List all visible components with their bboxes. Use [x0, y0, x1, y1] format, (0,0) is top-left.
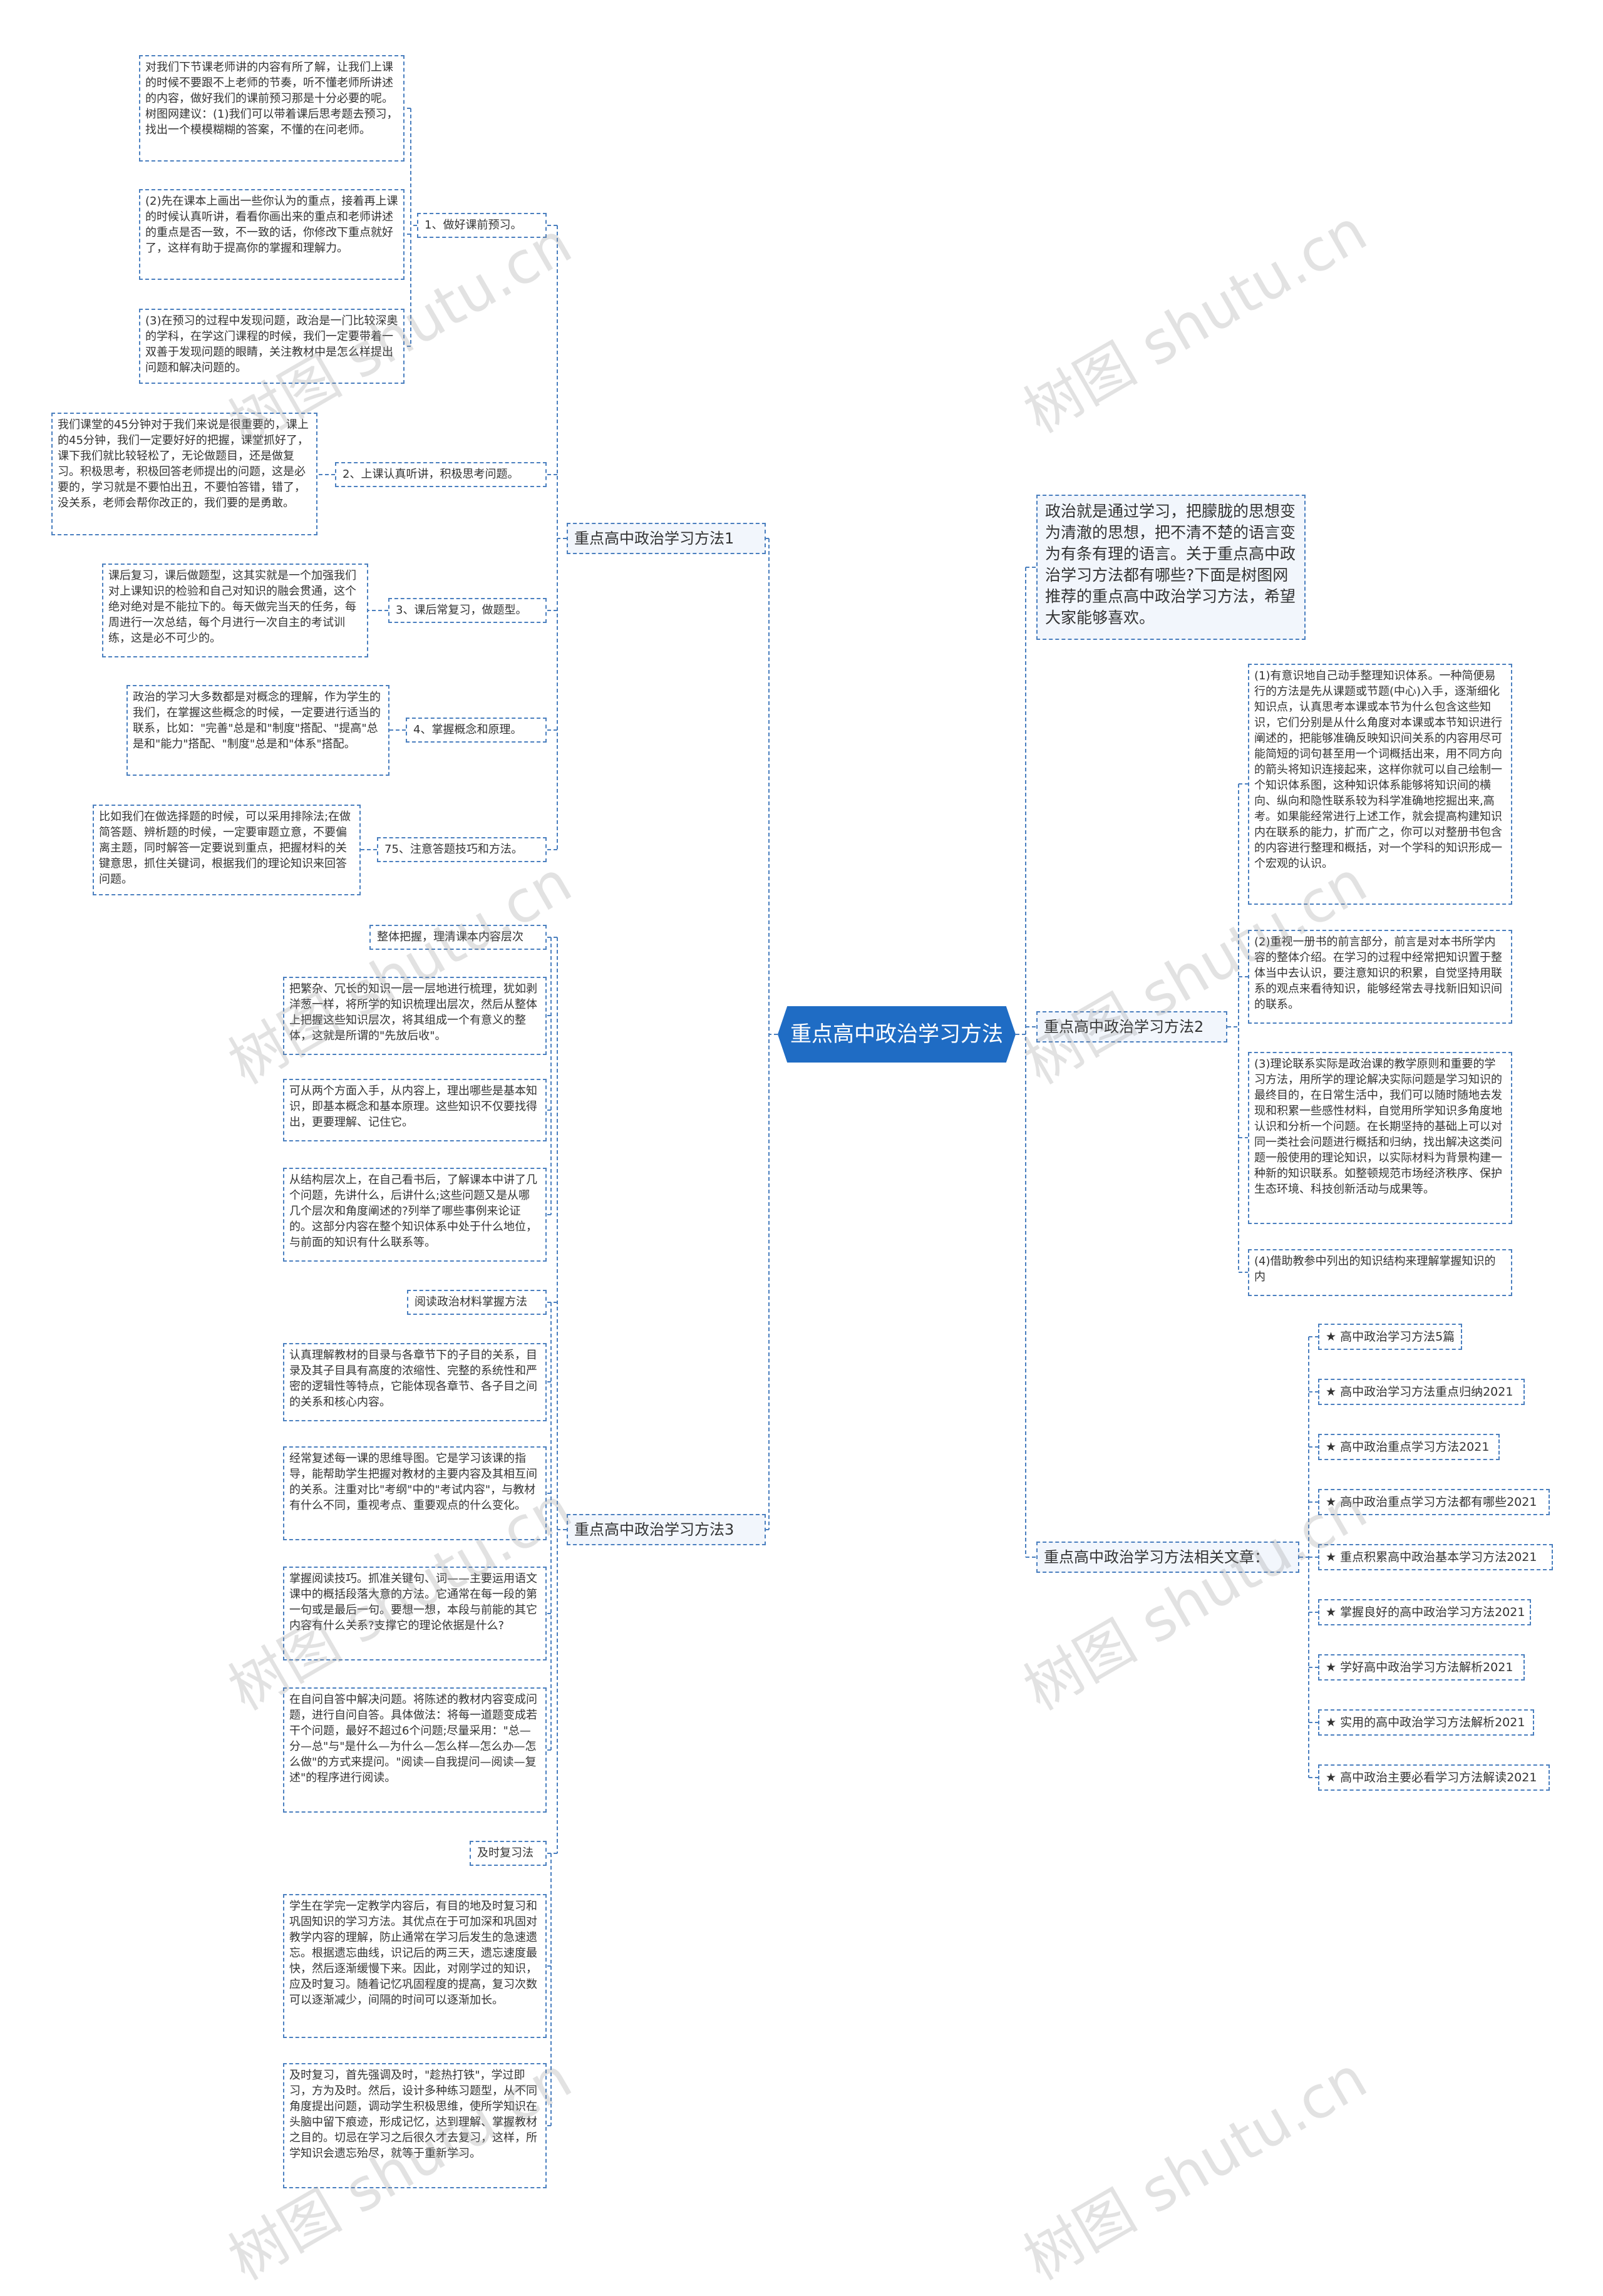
- branch3-group-3-label: 及时复习法: [477, 1846, 533, 1860]
- branch1-item-3[interactable]: 3、课后常复习，做题型。: [388, 598, 547, 623]
- branch3-group-3-detail-2: 及时复习，首先强调及时，"趁热打铁"，学过即习，方为及时。然后，设计多种练习题型…: [283, 2063, 547, 2188]
- intro-node: 政治就是通过学习，把朦胧的思想变为清澈的思想，把不清不楚的语言变为有条有理的语言…: [1036, 495, 1306, 640]
- branch2-detail-1: (1)有意识地自己动手整理知识体系。一种简便易行的方法是先从课题或节题(中心)入…: [1248, 664, 1512, 905]
- branch1-item-2[interactable]: 2、上课认真听讲，积极思考问题。: [335, 462, 547, 487]
- branch3-group-1-detail-3: 从结构层次上，在自己看书后，了解课本中讲了几个问题，先讲什么，后讲什么;这些问题…: [283, 1168, 547, 1262]
- detail-text: (3)在预习的过程中发现问题，政治是一门比较深奥的学科，在学这门课程的时候，我们…: [145, 314, 398, 374]
- related-article-link[interactable]: ★ 高中政治学习方法5篇: [1318, 1324, 1462, 1350]
- branch1-item-3-label: 3、课后常复习，做题型。: [396, 604, 527, 617]
- branch1-item-4-detail-1: 政治的学习大多数都是对概念的理解，作为学生的我们，在掌握这些概念的时候，一定要进…: [126, 685, 389, 776]
- branch3-group-2-detail-4: 在自问自答中解决问题。将陈述的教材内容变成问题，进行自问自答。具体做法：将每一道…: [283, 1687, 547, 1813]
- branch-2[interactable]: 重点高中政治学习方法2: [1036, 1011, 1227, 1042]
- branch1-item-5-detail-1: 比如我们在做选择题的时候，可以采用排除法;在做简答题、辨析题的时候，一定要审题立…: [93, 805, 361, 895]
- detail-text: 比如我们在做选择题的时候，可以采用排除法;在做简答题、辨析题的时候，一定要审题立…: [99, 810, 351, 886]
- related-article-link[interactable]: ★ 高中政治重点学习方法都有哪些2021: [1318, 1489, 1550, 1515]
- branch3-group-1-label: 整体把握，理清课本内容层次: [377, 930, 523, 944]
- related-article-link[interactable]: ★ 重点积累高中政治基本学习方法2021: [1318, 1544, 1553, 1570]
- detail-text: 在自问自答中解决问题。将陈述的教材内容变成问题，进行自问自答。具体做法：将每一道…: [289, 1693, 537, 1784]
- branch-1-title: 重点高中政治学习方法1: [574, 530, 734, 547]
- branch3-group-1[interactable]: 整体把握，理清课本内容层次: [369, 925, 547, 950]
- branch1-item-3-detail-1: 课后复习，课后做题型，这其实就是一个加强我们对上课知识的检验和自己对知识的融会贯…: [102, 564, 368, 657]
- detail-text: 把繁杂、冗长的知识一层一层地进行梳理，犹如剥洋葱一样，将所学的知识梳理出层次，然…: [289, 982, 537, 1042]
- detail-text: 可从两个方面入手，从内容上，理出哪些是基本知识，即基本概念和基本原理。这些知识不…: [289, 1084, 537, 1129]
- detail-text: 从结构层次上，在自己看书后，了解课本中讲了几个问题，先讲什么，后讲什么;这些问题…: [289, 1173, 537, 1249]
- branch3-group-2-detail-2: 经常复述每一课的思维导图。它是学习该课的指导，能帮助学生把握对教材的主要内容及其…: [283, 1446, 547, 1540]
- detail-text: 认真理解教材的目录与各章节下的子目的关系，目录及其子目具有高度的浓缩性、完整的系…: [289, 1349, 537, 1409]
- branch1-item-1-detail-3: (3)在预习的过程中发现问题，政治是一门比较深奥的学科，在学这门课程的时候，我们…: [139, 309, 405, 384]
- branch1-item-5[interactable]: 75、注意答题技巧和方法。: [377, 837, 547, 862]
- intro-text: 政治就是通过学习，把朦胧的思想变为清澈的思想，把不清不楚的语言变为有条有理的语言…: [1045, 502, 1296, 627]
- detail-text: 我们课堂的45分钟对于我们来说是很重要的，课上的45分钟，我们一定要好好的把握，…: [58, 418, 309, 510]
- branch3-group-1-detail-1: 把繁杂、冗长的知识一层一层地进行梳理，犹如剥洋葱一样，将所学的知识梳理出层次，然…: [283, 977, 547, 1055]
- branch3-group-1-detail-2: 可从两个方面入手，从内容上，理出哪些是基本知识，即基本概念和基本原理。这些知识不…: [283, 1079, 547, 1141]
- connector-lines: [317, 108, 1318, 2126]
- mind-map: 重点高中政治学习方法 政治就是通过学习，把朦胧的思想变为清澈的思想，把不清不楚的…: [51, 55, 1553, 2293]
- branch1-item-1-detail-1: 对我们下节课老师讲的内容有所了解，让我们上课的时候不要跟不上老师的节奏，听不懂老…: [139, 55, 405, 162]
- branch3-group-2-detail-3: 掌握阅读技巧。抓准关键句、词——主要运用语文课中的概括段落大意的方法。它通常在每…: [283, 1567, 547, 1660]
- detail-text: (2)重视一册书的前言部分，前言是对本书所学内容的整体介绍。在学习的过程中经常把…: [1254, 935, 1502, 1011]
- related-article-link[interactable]: ★ 高中政治重点学习方法2021: [1318, 1434, 1500, 1460]
- branch3-group-2[interactable]: 阅读政治材料掌握方法: [407, 1290, 547, 1315]
- branch1-item-1-label: 1、做好课前预习。: [425, 219, 522, 232]
- branch3-group-3[interactable]: 及时复习法: [470, 1841, 547, 1866]
- related-article-link[interactable]: ★ 高中政治学习方法重点归纳2021: [1318, 1379, 1525, 1405]
- branch1-item-2-detail-1: 我们课堂的45分钟对于我们来说是很重要的，课上的45分钟，我们一定要好好的把握，…: [51, 413, 317, 535]
- branch1-item-4-label: 4、掌握概念和原理。: [413, 723, 522, 736]
- detail-text: 经常复述每一课的思维导图。它是学习该课的指导，能帮助学生把握对教材的主要内容及其…: [289, 1452, 537, 1512]
- detail-text: 对我们下节课老师讲的内容有所了解，让我们上课的时候不要跟不上老师的节奏，听不懂老…: [145, 61, 398, 136]
- root-label: 重点高中政治学习方法: [790, 1022, 1003, 1047]
- branch2-detail-2: (2)重视一册书的前言部分，前言是对本书所学内容的整体介绍。在学习的过程中经常把…: [1248, 930, 1512, 1024]
- branch-4[interactable]: 重点高中政治学习方法相关文章：: [1036, 1542, 1299, 1573]
- detail-text: (3)理论联系实际是政治课的教学原则和重要的学习方法，用所学的理论解决实际问题是…: [1254, 1058, 1502, 1196]
- branch-3[interactable]: 重点高中政治学习方法3: [567, 1514, 766, 1545]
- detail-text: 及时复习，首先强调及时，"趁热打铁"，学过即习，方为及时。然后，设计多种练习题型…: [289, 2069, 537, 2160]
- branch3-group-2-detail-1: 认真理解教材的目录与各章节下的子目的关系，目录及其子目具有高度的浓缩性、完整的系…: [283, 1343, 547, 1421]
- branch-3-title: 重点高中政治学习方法3: [574, 1521, 734, 1538]
- branch2-detail-3: (3)理论联系实际是政治课的教学原则和重要的学习方法，用所学的理论解决实际问题是…: [1248, 1052, 1512, 1224]
- root-node[interactable]: 重点高中政治学习方法: [778, 1006, 1016, 1063]
- branch1-item-1[interactable]: 1、做好课前预习。: [417, 213, 547, 238]
- detail-text: (1)有意识地自己动手整理知识体系。一种简便易行的方法是先从课题或节题(中心)入…: [1254, 669, 1502, 870]
- branch-1[interactable]: 重点高中政治学习方法1: [567, 523, 766, 554]
- branch-2-title: 重点高中政治学习方法2: [1044, 1018, 1204, 1036]
- related-article-link[interactable]: ★ 实用的高中政治学习方法解析2021: [1318, 1709, 1534, 1736]
- detail-text: (2)先在课本上画出一些你认为的重点，接着再上课的时候认真听讲，看看你画出来的重…: [145, 195, 398, 255]
- related-article-link[interactable]: ★ 掌握良好的高中政治学习方法2021: [1318, 1599, 1531, 1625]
- branch2-detail-4: (4)借助教参中列出的知识结构来理解掌握知识的内: [1248, 1249, 1512, 1296]
- related-article-link[interactable]: ★ 高中政治主要必看学习方法解读2021: [1318, 1764, 1550, 1791]
- branch1-item-4[interactable]: 4、掌握概念和原理。: [406, 718, 547, 743]
- detail-text: 掌握阅读技巧。抓准关键句、词——主要运用语文课中的概括段落大意的方法。它通常在每…: [289, 1572, 537, 1632]
- branch-4-title: 重点高中政治学习方法相关文章：: [1044, 1548, 1269, 1566]
- detail-text: 政治的学习大多数都是对概念的理解，作为学生的我们，在掌握这些概念的时候，一定要进…: [133, 691, 381, 751]
- branch1-item-2-label: 2、上课认真听讲，积极思考问题。: [343, 468, 519, 481]
- related-article-link[interactable]: ★ 学好高中政治学习方法解析2021: [1318, 1654, 1525, 1681]
- branch1-item-5-label: 75、注意答题技巧和方法。: [384, 843, 523, 856]
- detail-text: 学生在学完一定教学内容后，有目的地及时复习和巩固知识的学习方法。其优点在于可加深…: [289, 1900, 537, 2007]
- branch1-item-1-detail-2: (2)先在课本上画出一些你认为的重点，接着再上课的时候认真听讲，看看你画出来的重…: [139, 189, 405, 280]
- detail-text: 课后复习，课后做题型，这其实就是一个加强我们对上课知识的检验和自己对知识的融会贯…: [108, 569, 356, 645]
- detail-text: (4)借助教参中列出的知识结构来理解掌握知识的内: [1254, 1255, 1496, 1284]
- branch3-group-3-detail-1: 学生在学完一定教学内容后，有目的地及时复习和巩固知识的学习方法。其优点在于可加深…: [283, 1894, 547, 2038]
- branch3-group-2-label: 阅读政治材料掌握方法: [415, 1295, 527, 1309]
